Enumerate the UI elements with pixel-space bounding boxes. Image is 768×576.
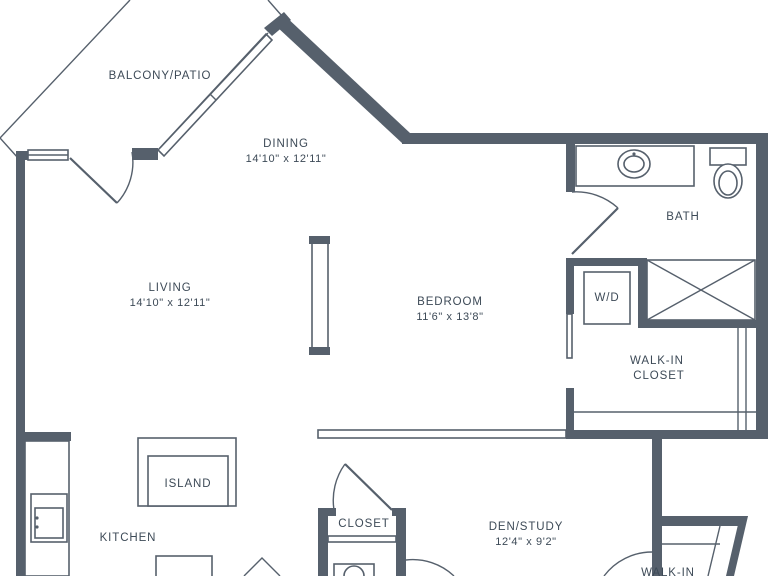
closet-appliance	[333, 558, 455, 576]
bedroom-den-partition	[317, 429, 567, 439]
partition-wall	[309, 236, 330, 355]
closet-label: CLOSET	[338, 518, 389, 530]
closet-sliding-door[interactable]	[566, 313, 573, 359]
walkin-closet-label: WALK-IN CLOSET	[630, 355, 688, 382]
dining-size: 14'10" x 12'11"	[246, 153, 327, 165]
bath-door-swing[interactable]	[571, 191, 619, 255]
closet-walls	[318, 508, 406, 576]
bath-walls	[566, 144, 768, 576]
washer-dryer-icon	[583, 271, 631, 325]
kitchen-island	[137, 437, 237, 507]
balcony-door-swing[interactable]	[69, 151, 134, 204]
exterior-walls	[16, 12, 768, 576]
den-size: 12'4" x 9'2"	[495, 536, 556, 548]
balcony-label: BALCONY/PATIO	[109, 70, 212, 82]
kitchen-counter	[24, 432, 71, 576]
toilet-icon	[709, 147, 747, 199]
closet-door-swing[interactable]	[332, 463, 393, 511]
den-label: DEN/STUDY	[489, 521, 564, 533]
living-label: LIVING	[148, 282, 191, 294]
walkin-partial-label: WALK-IN	[641, 567, 695, 576]
bedroom-size: 11'6" x 13'8"	[416, 311, 483, 323]
shower-icon	[646, 259, 756, 321]
walkin-bottom-right	[603, 516, 748, 576]
laundry-label: W/D	[594, 292, 619, 304]
window-top-left	[27, 149, 69, 161]
bedroom-label: BEDROOM	[417, 296, 483, 308]
balcony-outline	[0, 0, 283, 159]
island-label: ISLAND	[165, 478, 212, 490]
appliance-bottom	[155, 555, 281, 576]
dining-label: DINING	[263, 138, 309, 150]
bath-label: BATH	[666, 211, 699, 223]
balcony-sliding-door[interactable]	[156, 32, 274, 158]
bath-vanity	[575, 145, 695, 187]
kitchen-label: KITCHEN	[100, 532, 157, 544]
living-size: 14'10" x 12'11"	[130, 297, 211, 309]
walkin-closet-shelves	[574, 328, 756, 430]
